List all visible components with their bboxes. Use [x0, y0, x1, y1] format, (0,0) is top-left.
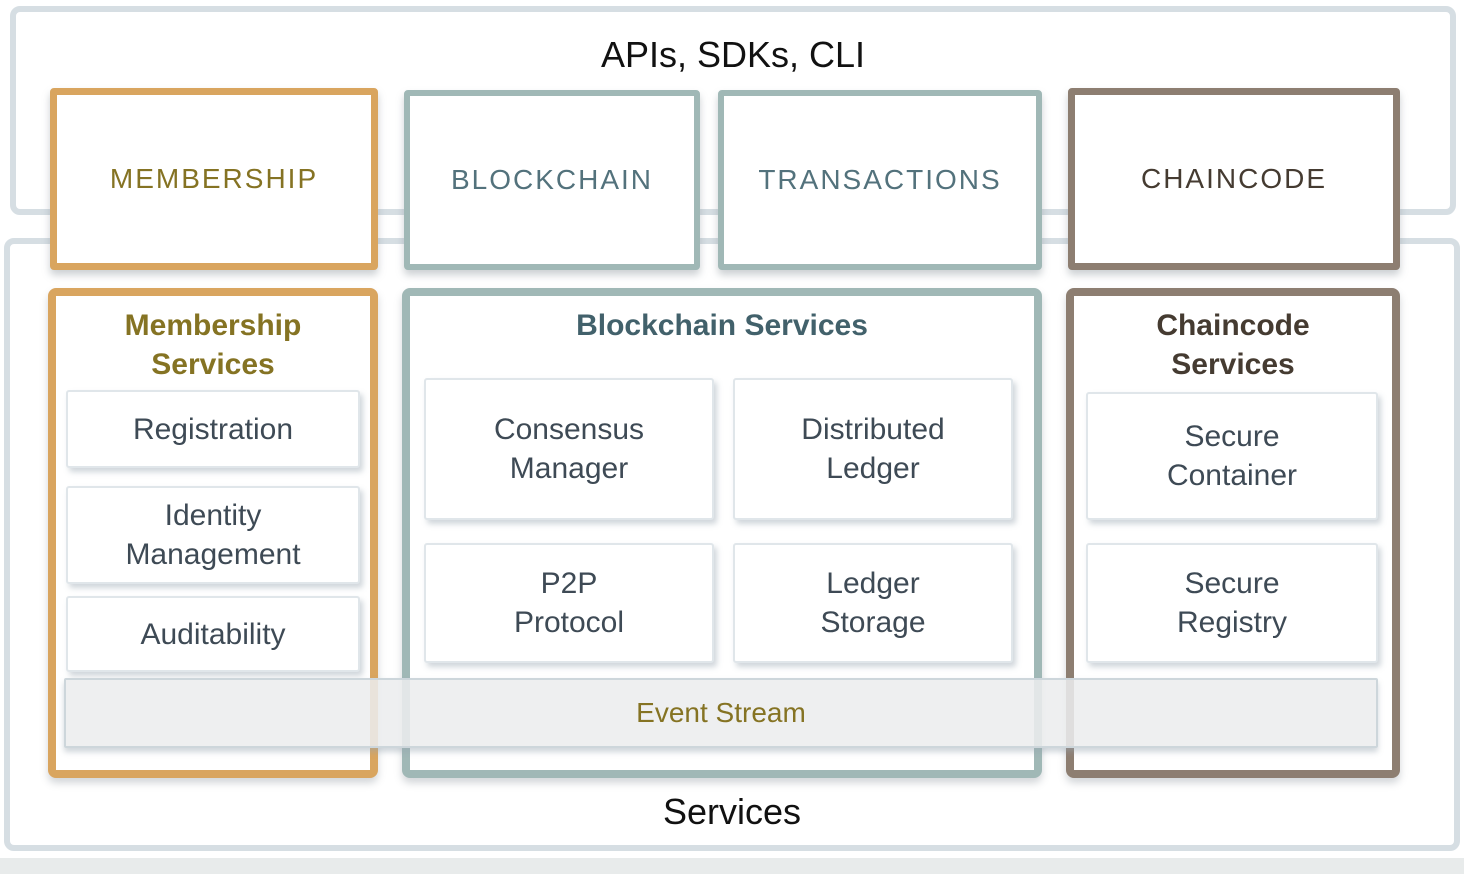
- group-title-chaincode: Chaincode Services: [1156, 309, 1310, 381]
- node-auditability: Auditability: [66, 596, 360, 672]
- interface-box-label: TRANSACTIONS: [758, 164, 1002, 195]
- services-band-title: Services: [662, 791, 802, 832]
- node-distributed-ledger: Distributed Ledger: [733, 378, 1013, 520]
- interface-box-membership: MEMBERSHIP: [50, 88, 378, 270]
- bottom-margin-strip: [0, 858, 1464, 874]
- node-registration: Registration: [66, 390, 360, 468]
- interface-box-blockchain: BLOCKCHAIN: [404, 90, 700, 270]
- node-consensus-manager: Consensus Manager: [424, 378, 714, 520]
- interface-box-chaincode: CHAINCODE: [1068, 88, 1400, 270]
- interface-box-transactions: TRANSACTIONS: [718, 90, 1042, 270]
- interface-box-label: MEMBERSHIP: [109, 163, 319, 194]
- interface-box-label: BLOCKCHAIN: [450, 164, 654, 195]
- group-title-blockchain: Blockchain Services: [576, 309, 868, 342]
- group-title-membership: Membership Services: [124, 309, 302, 381]
- node-secure-registry: Secure Registry: [1086, 543, 1378, 663]
- interface-box-label: CHAINCODE: [1140, 163, 1327, 194]
- node-secure-container: Secure Container: [1086, 392, 1378, 520]
- node-ledger-storage: Ledger Storage: [733, 543, 1013, 663]
- node-p2p-protocol: P2P Protocol: [424, 543, 714, 663]
- event-stream-label: Event Stream: [636, 697, 806, 728]
- apis-band-title: APIs, SDKs, CLI: [600, 34, 866, 75]
- event-stream-bar: Event Stream: [64, 678, 1378, 748]
- node-identity-management: Identity Management: [66, 486, 360, 584]
